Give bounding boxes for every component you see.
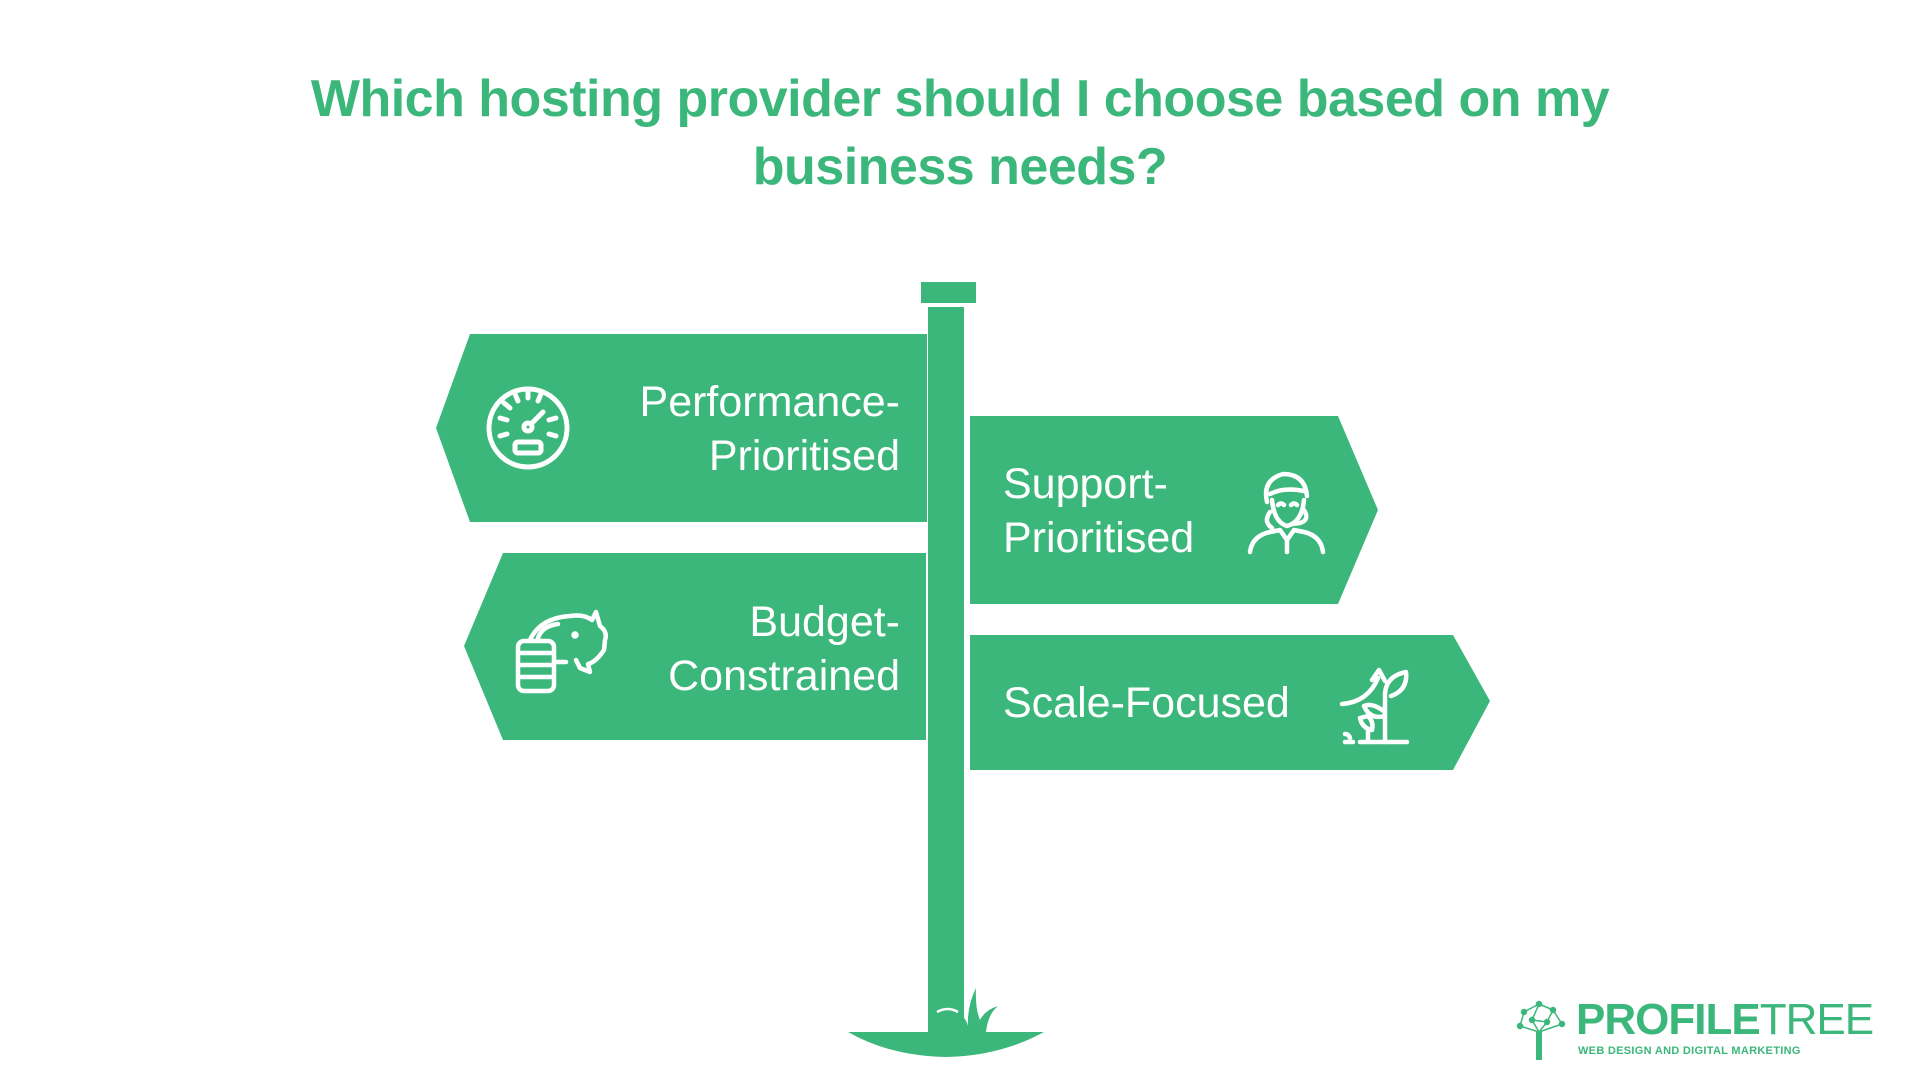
sign-performance-label: Performance- Prioritised bbox=[639, 378, 900, 480]
sign-budget-label: Budget- Constrained bbox=[668, 598, 900, 700]
support-agent-icon bbox=[1247, 471, 1326, 555]
speedometer-icon bbox=[486, 386, 570, 470]
tree-network-icon bbox=[1516, 1000, 1566, 1060]
ground-mound bbox=[848, 1032, 1044, 1057]
title-line-2: business needs? bbox=[752, 137, 1168, 196]
post-cap bbox=[921, 282, 976, 303]
grass-tuft-icon bbox=[937, 988, 998, 1032]
profiletree-logo: PROFILETREE WEB DESIGN AND DIGITAL MARKE… bbox=[1516, 996, 1874, 1062]
sign-budget-board bbox=[464, 553, 926, 740]
sign-support-board bbox=[970, 416, 1378, 604]
piggy-bank-coins-icon bbox=[515, 609, 609, 694]
growth-plant-icon bbox=[1339, 667, 1410, 745]
sign-support-label: Support- Prioritised bbox=[1003, 460, 1195, 562]
logo-tagline: WEB DESIGN AND DIGITAL MARKETING bbox=[1578, 1045, 1801, 1057]
title-line-1: Which hosting provider should I choose b… bbox=[310, 69, 1610, 128]
sign-scale-label: Scale-Focused bbox=[1003, 679, 1290, 727]
sign-scale-board bbox=[970, 635, 1490, 770]
post-pole bbox=[928, 307, 964, 1035]
logo-wordmark: PROFILETREE bbox=[1576, 995, 1874, 1044]
sign-performance-board bbox=[436, 334, 927, 522]
page-title: Which hosting provider should I choose b… bbox=[0, 65, 1920, 201]
